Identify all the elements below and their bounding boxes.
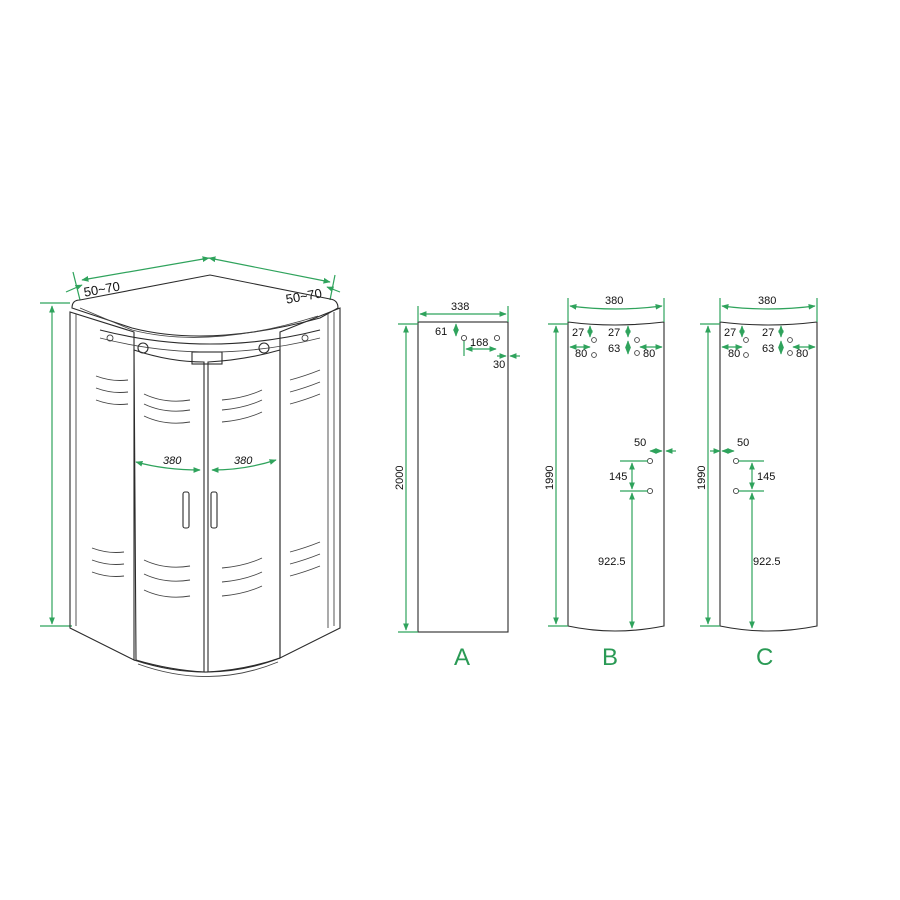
panel-c-height-label: 1990: [696, 466, 708, 490]
right-door-width-label: 380: [234, 455, 253, 467]
panel-c-mid-spacing-label: 145: [757, 471, 775, 483]
right-offset-label: 50~70: [285, 286, 324, 307]
panel-a-hole-edge-label: 30: [493, 359, 505, 371]
left-door-width-dimension: [135, 460, 201, 473]
top-width-left-dimension: [81, 256, 210, 282]
panel-a-hole: [493, 334, 501, 342]
panel-b-left-top-label: 27: [572, 327, 584, 339]
left-door-width-label: 380: [163, 455, 182, 467]
panel-b-right-gap-label: 63: [608, 343, 620, 355]
left-handle: [182, 491, 190, 529]
panel-b-height-label: 1990: [544, 466, 556, 490]
panel-c-right-top-label: 27: [762, 327, 774, 339]
panel-a-hole-horizontal-label: 168: [470, 337, 488, 349]
panel-b-right-top-label: 27: [608, 327, 620, 339]
panel-b-left-side-label: 80: [575, 348, 587, 360]
panel-b-outline: [567, 321, 665, 632]
panel-a-height-label: 2000: [394, 466, 406, 490]
panel-b-mid-spacing-label: 145: [609, 471, 627, 483]
panel-c-left-side-label: 80: [728, 348, 740, 360]
right-door-width-dimension: [211, 459, 277, 473]
enclosure-overview: 50~70 50~70: [40, 256, 341, 677]
top-width-right-dimension: [208, 256, 331, 284]
panel-a-hole: [460, 334, 468, 342]
left-offset-label: 50~70: [83, 279, 122, 300]
panel-c: 380 1990 27 80 27 63 80 50 145 922.5 C: [696, 295, 818, 671]
panel-c-letter: C: [756, 644, 773, 671]
panel-b-mid-bottom-label: 922.5: [598, 556, 626, 568]
panel-c-right-side-label: 80: [796, 348, 808, 360]
panel-a-letter: A: [454, 644, 470, 671]
panel-c-outline: [719, 321, 818, 632]
panel-a-outline: [417, 321, 509, 633]
panel-b-letter: B: [602, 644, 618, 671]
panel-b: 380 1990 27 80 27 63 80 50 145 922.5 B: [544, 295, 676, 671]
panel-a: 338 2000 61 168 30 A: [394, 301, 520, 671]
panel-c-right-gap-label: 63: [762, 343, 774, 355]
panel-c-mid-edge-label: 50: [737, 437, 749, 449]
panel-c-left-top-label: 27: [724, 327, 736, 339]
panel-b-right-side-label: 80: [643, 348, 655, 360]
panel-c-mid-bottom-label: 922.5: [753, 556, 781, 568]
right-handle: [210, 491, 218, 529]
panel-c-width-label: 380: [758, 295, 776, 307]
panel-a-hole-top-label: 61: [435, 326, 447, 338]
panel-b-width-label: 380: [605, 295, 623, 307]
panel-a-width-label: 338: [451, 301, 469, 313]
panel-b-mid-edge-label: 50: [634, 437, 646, 449]
